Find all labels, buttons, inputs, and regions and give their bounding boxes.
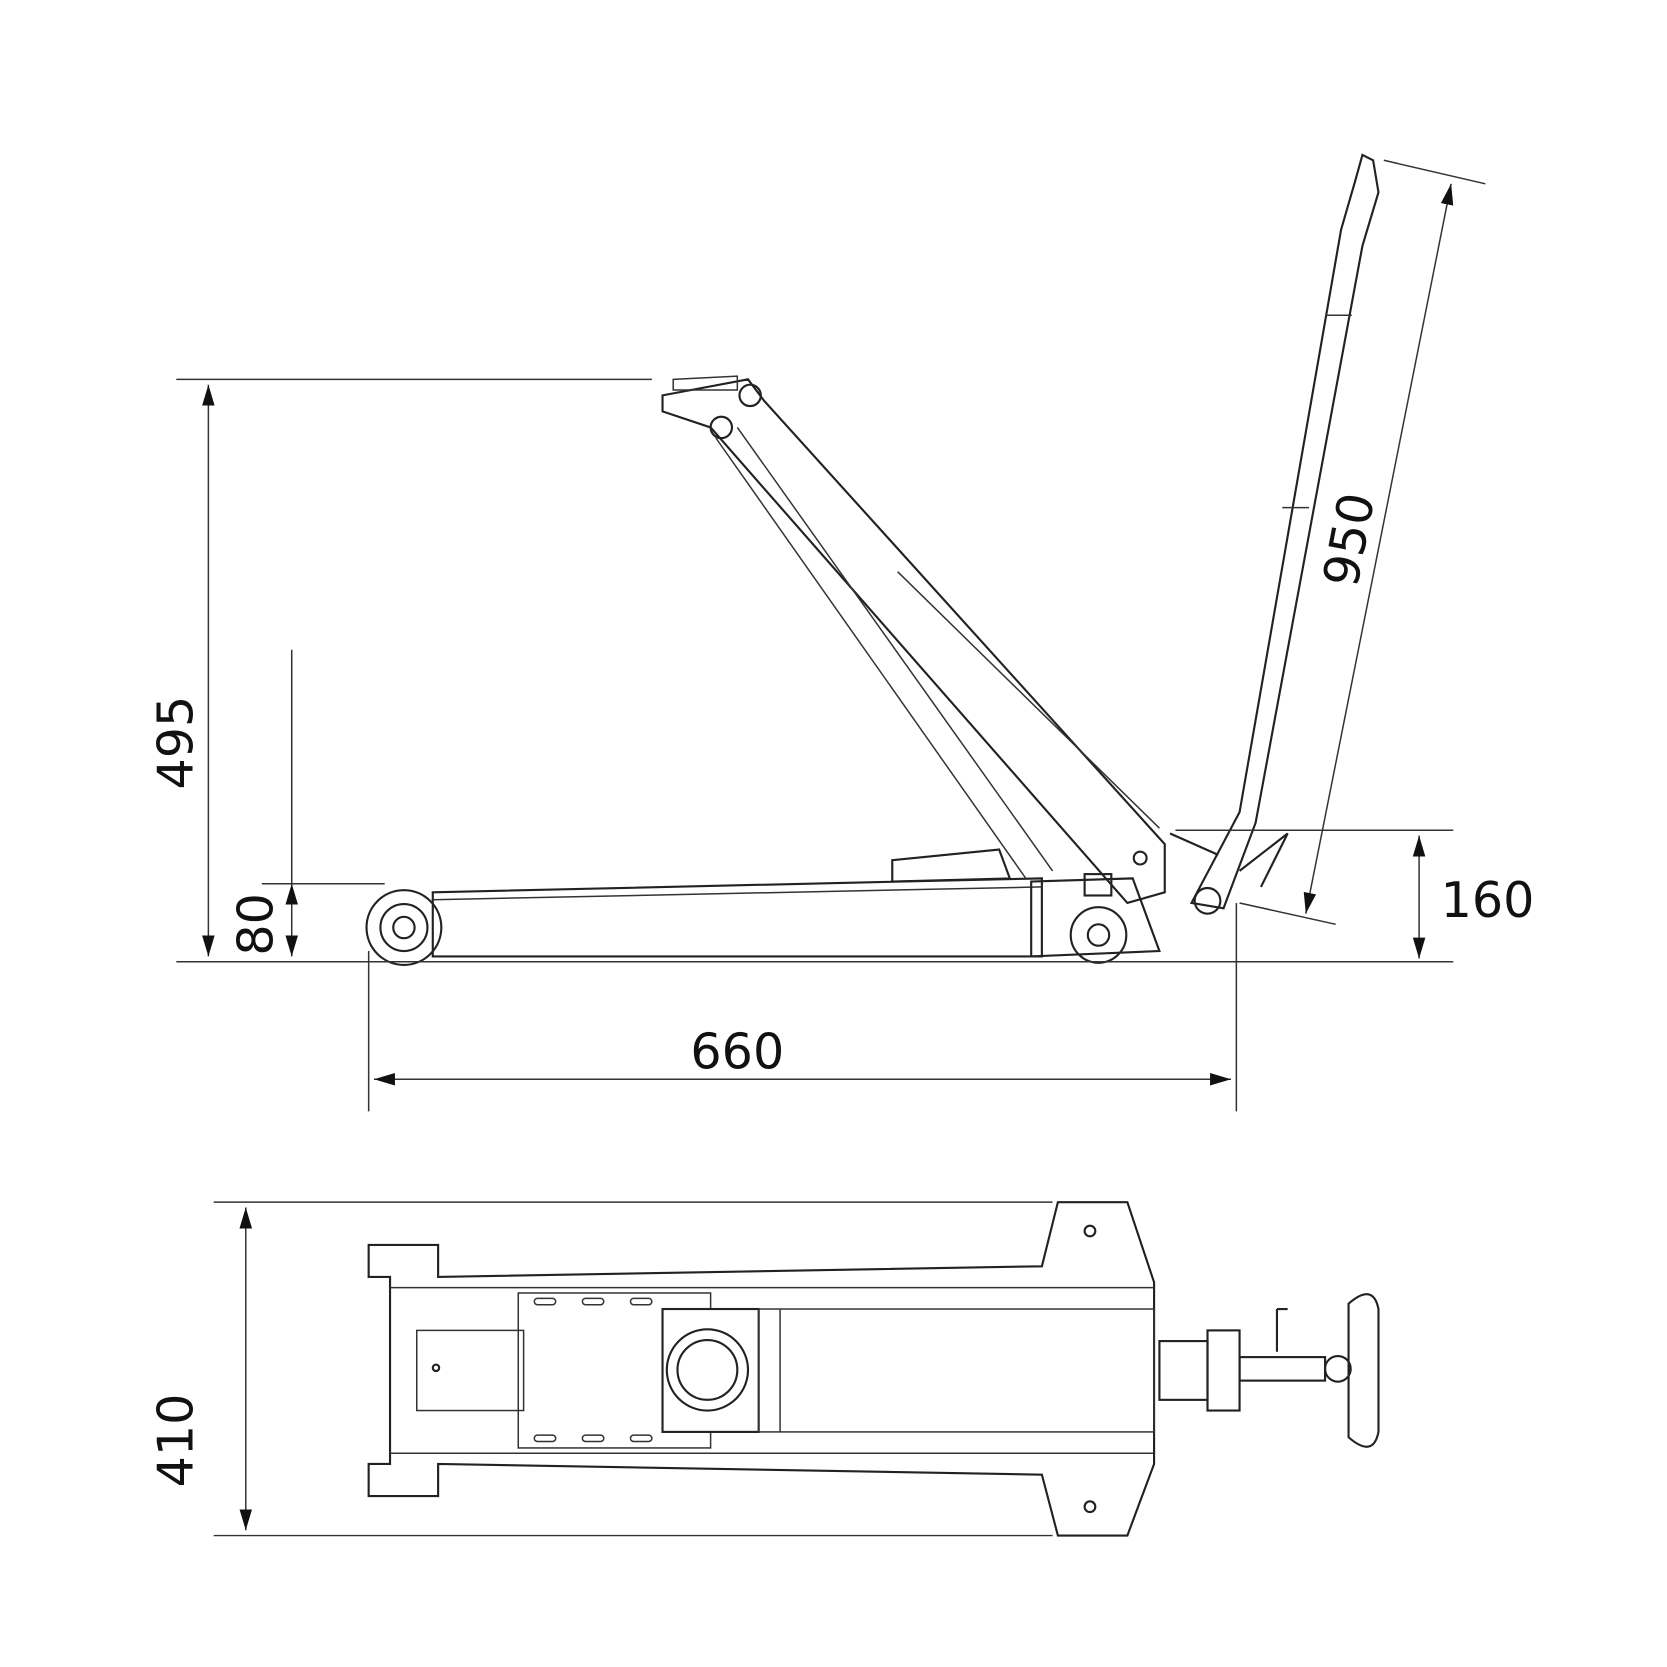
dimension-label-width: 410 (146, 1394, 204, 1488)
dimension-label-length: 660 (690, 1023, 784, 1081)
dimension-410: 410 (146, 1201, 1053, 1537)
dimension-950: 950 (1239, 159, 1486, 926)
rear-caster (1030, 873, 1161, 964)
cylinder (891, 848, 1012, 883)
saddle (661, 1307, 760, 1433)
frame-outline (367, 1201, 1156, 1537)
dimension-label-handle-length: 950 (1312, 488, 1387, 591)
chassis-frame (431, 877, 1043, 958)
handle-top (1158, 1293, 1380, 1448)
lift-arm (661, 375, 1166, 905)
dimension-160: 160 (1175, 829, 1535, 959)
dimension-660: 660 (367, 902, 1238, 1112)
side-view (176, 153, 1454, 967)
dimension-label-pivot-height: 160 (1441, 871, 1535, 929)
dimension-495: 495 (146, 378, 652, 957)
dimension-80: 80 (226, 649, 385, 957)
front-wheel (365, 889, 443, 967)
dimension-label-min-height: 80 (226, 893, 284, 956)
top-view (367, 1201, 1380, 1537)
dimension-label-max-height: 495 (146, 696, 204, 790)
